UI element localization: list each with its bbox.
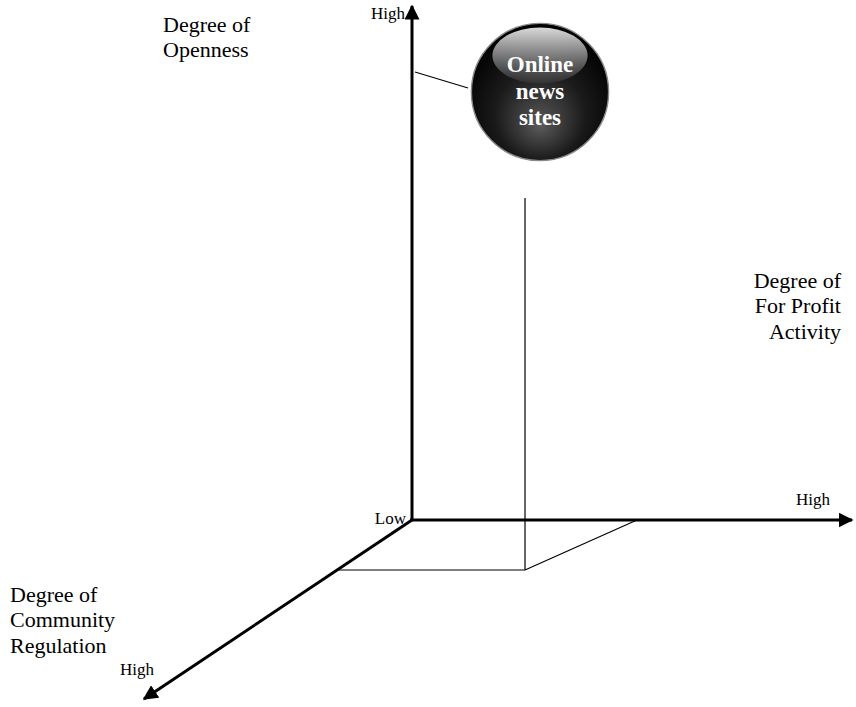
axis-title: Degree of For Profit Activity bbox=[733, 268, 841, 344]
projection-line bbox=[337, 569, 525, 570]
node-label: Online news sites bbox=[494, 52, 586, 131]
axis-title: Degree of Community Regulation bbox=[10, 582, 132, 658]
projection-line bbox=[524, 198, 525, 570]
regulation-axis bbox=[144, 520, 412, 699]
axis-end-label: Low bbox=[358, 509, 406, 529]
openness-axis bbox=[411, 6, 414, 521]
axis-end-label: High bbox=[106, 660, 154, 680]
sphere-node: Online news sites bbox=[470, 22, 610, 162]
axis-end-label: High bbox=[796, 490, 846, 510]
projection-line bbox=[525, 520, 637, 570]
leader-line bbox=[415, 72, 468, 88]
profit-axis bbox=[410, 519, 852, 522]
axis-end-label: High bbox=[355, 4, 405, 24]
sphere-body bbox=[471, 23, 608, 160]
axis-title: Degree of Openness bbox=[163, 12, 275, 63]
